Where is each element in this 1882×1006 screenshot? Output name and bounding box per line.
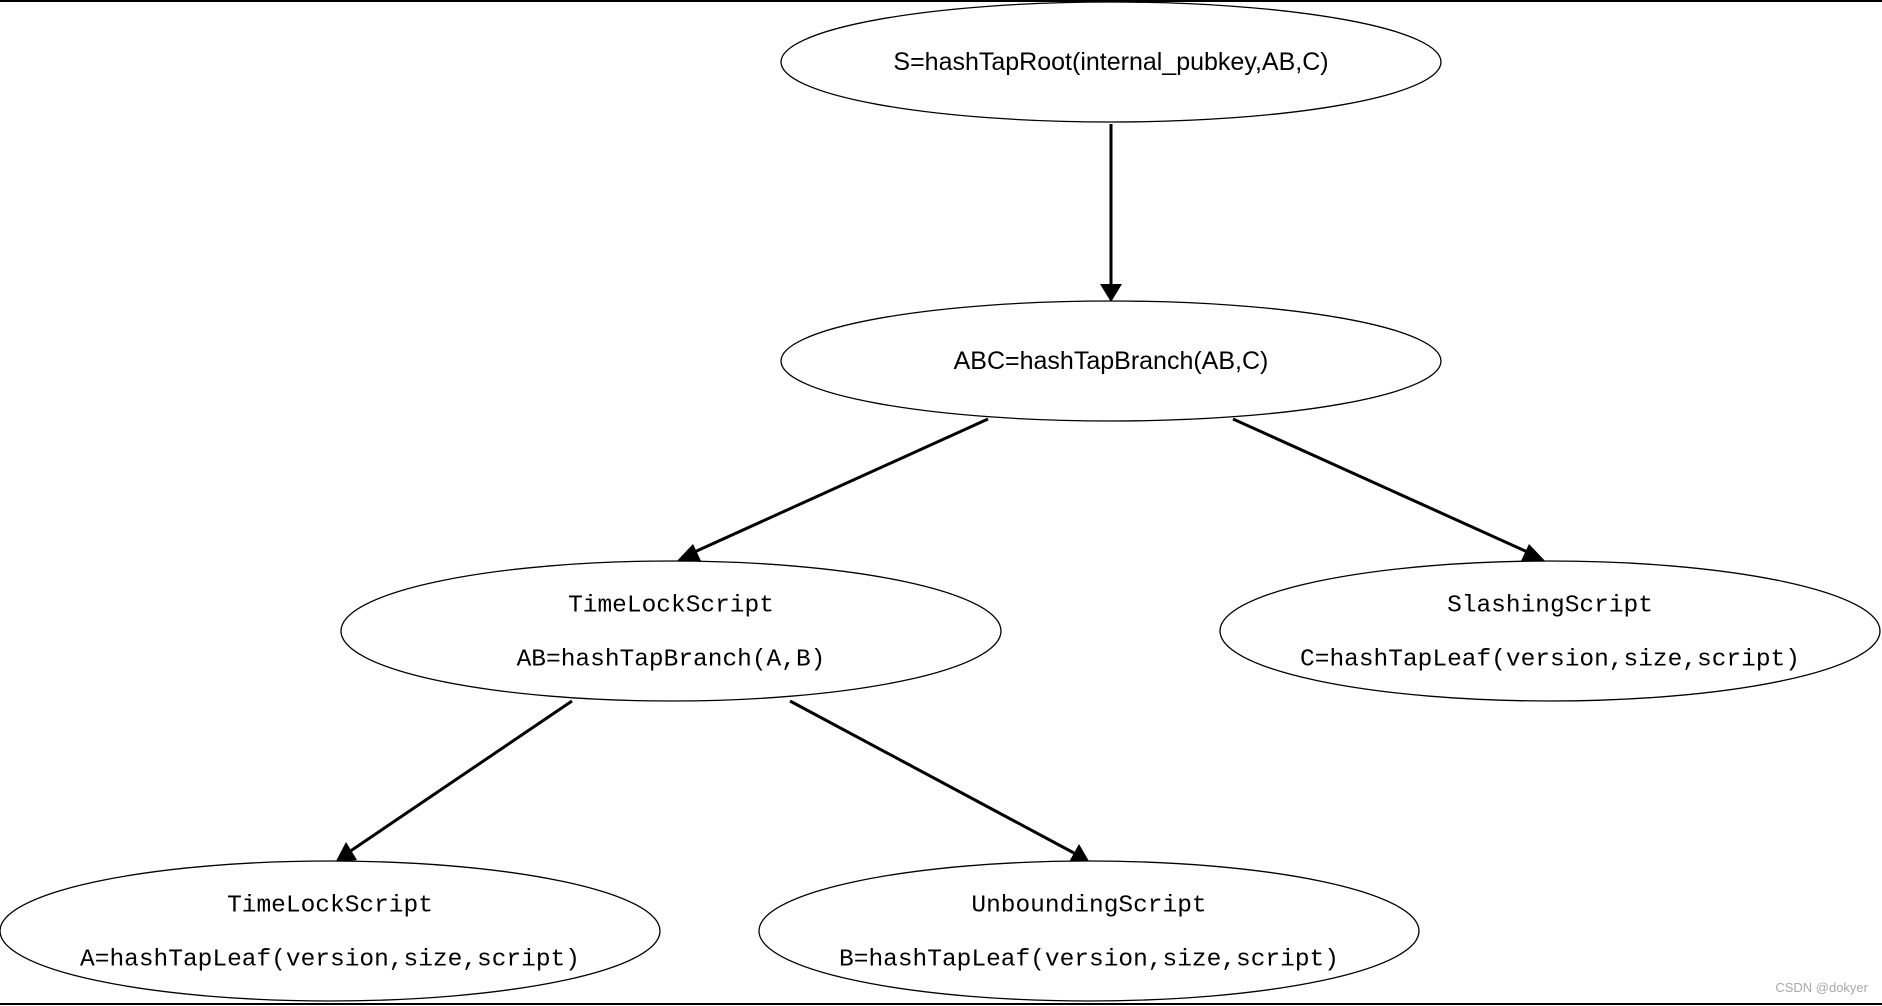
node-root-label: S=hashTapRoot(internal_pubkey,AB,C)	[893, 48, 1328, 76]
edge-abc-c	[1232, 417, 1533, 556]
node-b-label: B=hashTapLeaf(version,size,script)	[839, 947, 1339, 974]
node-ab-label: AB=hashTapBranch(A,B)	[517, 647, 826, 674]
node-ab-title: TimeLockScript	[568, 593, 774, 620]
edge-ab-b	[789, 699, 1075, 855]
node-abc-label: ABC=hashTapBranch(AB,C)	[954, 347, 1269, 375]
watermark-text: CSDN @dokyer	[1775, 980, 1868, 995]
arrowhead-abc-ab	[675, 544, 702, 563]
node-a-ellipse	[0, 860, 661, 1002]
node-c-title: SlashingScript	[1447, 593, 1653, 620]
node-ab-ellipse	[340, 560, 1002, 702]
node-c-ellipse	[1219, 560, 1881, 702]
arrowhead-abc-c	[1520, 544, 1547, 563]
node-a-label: A=hashTapLeaf(version,size,script)	[80, 947, 580, 974]
node-abc-ellipse	[780, 300, 1442, 422]
arrowhead-ab-b	[1069, 844, 1090, 863]
node-a: TimeLockScript A=hashTapLeaf(version,siz…	[0, 860, 661, 1002]
node-b-ellipse	[758, 860, 1420, 1002]
node-root: S=hashTapRoot(internal_pubkey,AB,C)	[780, 1, 1442, 123]
node-ab: TimeLockScript AB=hashTapBranch(A,B)	[340, 560, 1002, 702]
node-root-ellipse	[780, 1, 1442, 123]
arrowhead-ab-a	[335, 842, 357, 863]
edge-abc-ab	[689, 417, 989, 556]
node-b: UnboundingScript B=hashTapLeaf(version,s…	[758, 860, 1420, 1002]
edges	[335, 124, 1547, 863]
node-c-label: C=hashTapLeaf(version,size,script)	[1300, 647, 1800, 674]
node-a-title: TimeLockScript	[227, 893, 433, 920]
edge-ab-a	[348, 699, 573, 854]
arrowhead-root-abc	[1100, 284, 1122, 302]
node-c: SlashingScript C=hashTapLeaf(version,siz…	[1219, 560, 1881, 702]
node-abc: ABC=hashTapBranch(AB,C)	[780, 300, 1442, 422]
node-b-title: UnboundingScript	[971, 893, 1206, 920]
